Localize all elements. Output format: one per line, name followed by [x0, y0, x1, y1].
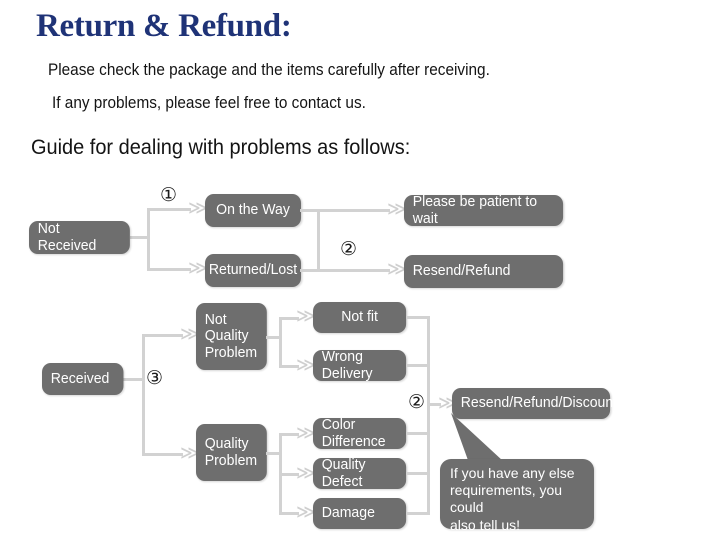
- step-marker-1: ①: [160, 184, 178, 206]
- connector-to-damage: [279, 512, 299, 515]
- connector-not-fit-out: [406, 316, 430, 319]
- connector-to-quality-defect: [279, 473, 299, 476]
- arrow-to-wrong-delivery: ≫: [296, 354, 316, 376]
- page-title: Return & Refund:: [36, 8, 292, 44]
- node-not-fit[interactable]: Not fit: [313, 302, 407, 333]
- arrow-to-quality-problem: ≫: [180, 442, 200, 464]
- arrow-to-not-fit: ≫: [296, 305, 316, 327]
- connector-qp-out: [266, 452, 282, 455]
- connector-not-received-split: [147, 208, 150, 270]
- arrow-to-quality-defect: ≫: [296, 462, 316, 484]
- connector-color-difference-out: [406, 432, 430, 435]
- connector-nqp-out: [266, 336, 282, 339]
- node-on-the-way[interactable]: On the Way: [205, 194, 302, 227]
- connector-on-the-way-out: [300, 209, 320, 212]
- node-color-difference[interactable]: Color Difference: [313, 417, 407, 450]
- connector-to-quality-problem: [142, 453, 183, 456]
- arrow-to-damage: ≫: [296, 501, 316, 523]
- connector-received-stem: [123, 378, 145, 381]
- node-quality-defect[interactable]: Quality Defect: [313, 457, 407, 490]
- connector-damage-out: [406, 512, 430, 515]
- connector-trunk-to-discount: [427, 403, 441, 406]
- connector-to-please-be-patient: [317, 209, 390, 212]
- node-not-received[interactable]: Not Received: [29, 221, 130, 254]
- connector-returned-lost-out: [300, 269, 320, 272]
- arrow-to-color-difference: ≫: [296, 422, 316, 444]
- connector-to-not-fit: [279, 317, 299, 320]
- node-wrong-delivery[interactable]: Wrong Delivery: [313, 349, 407, 382]
- arrow-to-on-the-way: ≫: [188, 197, 208, 219]
- step-marker-2-bottom: ②: [408, 391, 426, 413]
- node-returned-lost[interactable]: Returned/Lost: [205, 254, 302, 287]
- connector-to-not-quality-problem: [142, 334, 183, 337]
- arrow-to-resend-refund: ≫: [387, 258, 407, 280]
- intro-line-1: Please check the package and the items c…: [48, 61, 490, 79]
- arrow-to-please-be-patient: ≫: [387, 198, 407, 220]
- connector-quality-defect-out: [406, 472, 430, 475]
- node-please-be-patient-to-wait[interactable]: Please be patient to wait: [404, 194, 564, 227]
- node-received[interactable]: Received: [42, 363, 124, 395]
- connector-to-resend-refund: [317, 269, 390, 272]
- connector-wrong-delivery-out: [406, 364, 430, 367]
- guide-heading: Guide for dealing with problems as follo…: [31, 136, 411, 159]
- connector-right-trunk-top: [317, 209, 320, 271]
- node-resend-refund-discount[interactable]: Resend/Refund/Discount: [452, 388, 617, 419]
- intro-line-2: If any problems, please feel free to con…: [52, 94, 366, 112]
- connector-to-wrong-delivery: [279, 365, 299, 368]
- arrow-to-not-quality-problem: ≫: [180, 323, 200, 345]
- node-not-quality-problem[interactable]: Not Quality Problem: [196, 303, 267, 370]
- connector-qp-split: [279, 433, 282, 512]
- connector-to-returned-lost: [147, 268, 191, 271]
- node-quality-problem[interactable]: Quality Problem: [196, 424, 267, 481]
- step-marker-2-top: ②: [340, 238, 358, 260]
- connector-to-on-the-way: [147, 208, 191, 211]
- step-marker-3: ③: [146, 367, 164, 389]
- connector-nqp-split: [279, 317, 282, 365]
- arrow-to-returned-lost: ≫: [188, 257, 208, 279]
- connector-merge-trunk: [427, 316, 430, 515]
- node-resend-refund[interactable]: Resend/Refund: [404, 255, 564, 288]
- connector-received-split: [142, 334, 145, 456]
- callout-tail: [451, 413, 503, 463]
- node-damage[interactable]: Damage: [313, 498, 407, 529]
- connector-to-color-difference: [279, 433, 299, 436]
- callout-note: If you have any else requirements, you c…: [440, 459, 594, 533]
- connector-not-received-stem: [130, 236, 150, 239]
